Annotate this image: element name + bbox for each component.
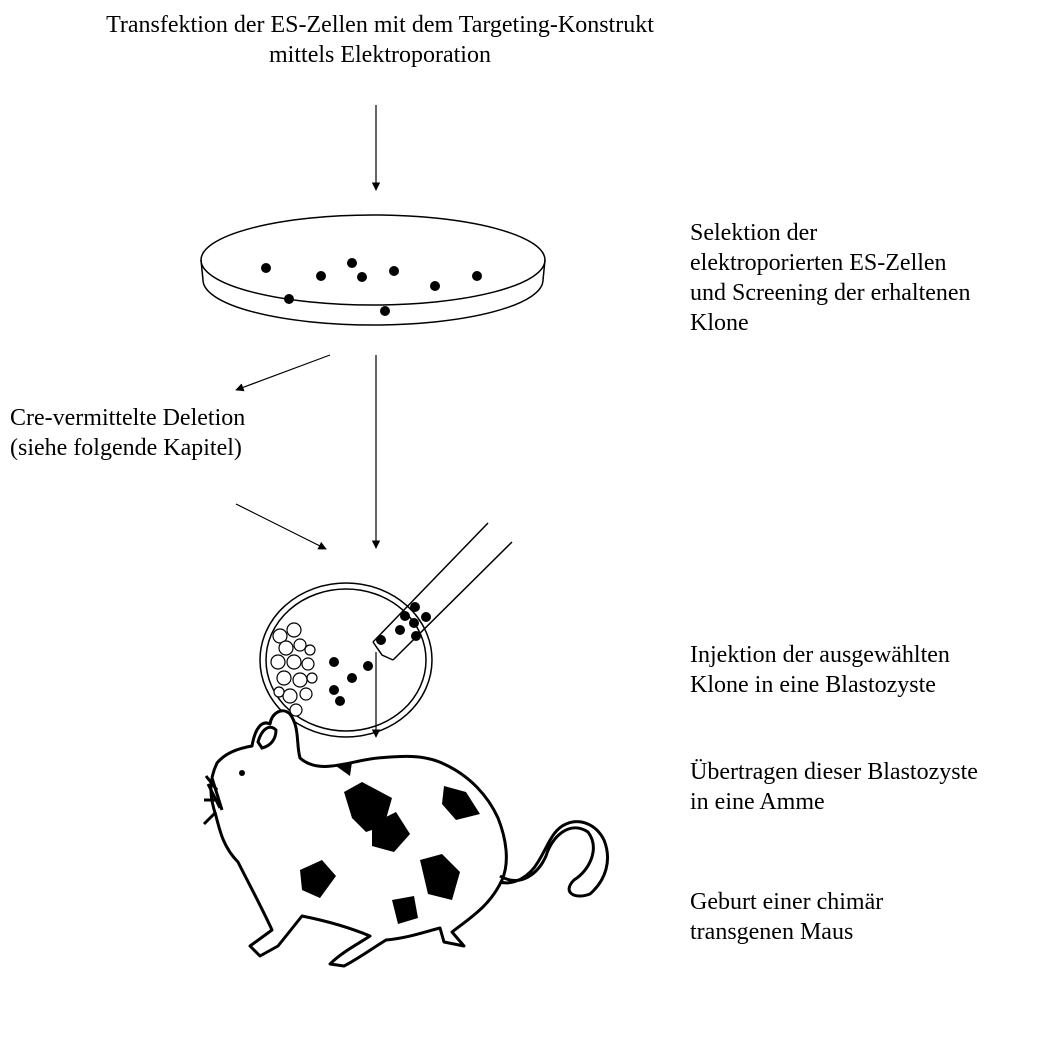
step-cre-deletion-label: Cre-vermittelte Deletion (siehe folgende… bbox=[10, 403, 245, 463]
injection-needle-icon bbox=[372, 522, 513, 661]
text-line: Transfektion der ES-Zellen mit dem Targe… bbox=[106, 12, 654, 38]
step-transfection-label: Transfektion der ES-Zellen mit dem Targe… bbox=[0, 10, 760, 70]
step-selection-label: Selektion der elektroporierten ES-Zellen… bbox=[690, 218, 971, 338]
text-line: (siehe folgende Kapitel) bbox=[10, 435, 242, 461]
text-line: Cre-vermittelte Deletion bbox=[10, 405, 246, 431]
text-line: in eine Amme bbox=[690, 789, 825, 815]
text-line: transgenen Maus bbox=[690, 919, 854, 945]
step-injection-label: Injektion der ausgewählten Klone in eine… bbox=[690, 640, 950, 700]
text-line: Klone in eine Blastozyste bbox=[690, 672, 936, 698]
blastocyst-icon bbox=[259, 582, 433, 738]
inner-cell-mass bbox=[270, 622, 318, 717]
text-line: und Screening der erhaltenen bbox=[690, 280, 971, 306]
text-line: Geburt einer chimär bbox=[690, 889, 884, 915]
text-line: mittels Elektroporation bbox=[269, 42, 491, 68]
text-line: Übertragen dieser Blastozyste bbox=[690, 759, 978, 785]
petri-dish-icon bbox=[200, 214, 546, 326]
step-transfer-label: Übertragen dieser Blastozyste in eine Am… bbox=[690, 757, 978, 817]
text-line: Selektion der bbox=[690, 220, 818, 246]
text-line: Klone bbox=[690, 310, 749, 336]
chimeric-mouse-icon bbox=[202, 709, 609, 968]
arrow-cre-to-blastocyst bbox=[235, 503, 327, 550]
es-cell-colonies bbox=[261, 258, 482, 316]
step-birth-label: Geburt einer chimär transgenen Maus bbox=[690, 887, 883, 947]
injected-es-cells bbox=[329, 602, 431, 706]
arrow-to-cre-deletion bbox=[235, 354, 331, 392]
text-line: elektroporierten ES-Zellen bbox=[690, 250, 947, 276]
text-line: Injektion der ausgewählten bbox=[690, 642, 950, 668]
